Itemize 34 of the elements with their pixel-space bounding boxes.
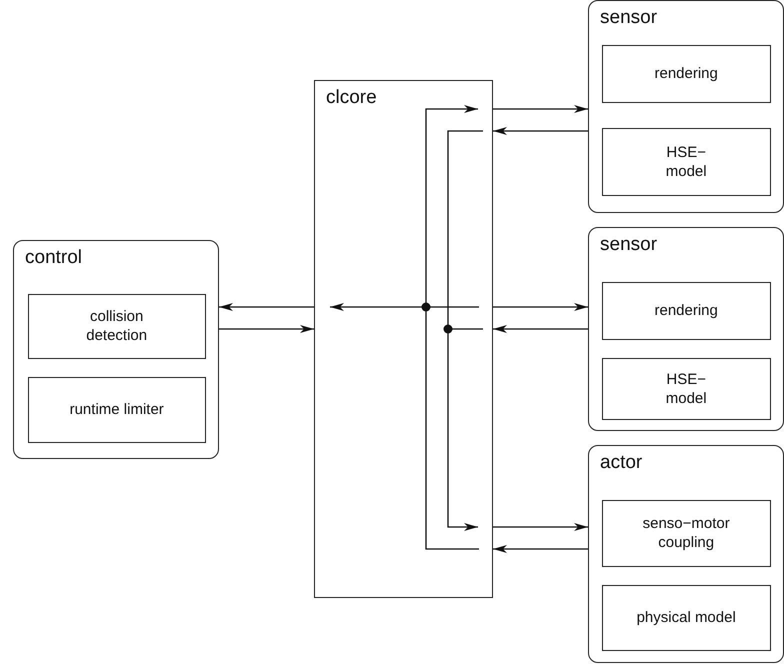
module-title: actor (600, 452, 642, 474)
module-title: sensor (600, 234, 658, 256)
component-label: senso−motor coupling (642, 514, 731, 552)
module-title: sensor (600, 7, 658, 29)
arrow (493, 545, 588, 553)
module-title: clcore (326, 87, 377, 109)
arrow (493, 325, 588, 333)
module-box (314, 80, 493, 598)
arrow (493, 105, 588, 113)
component-label: rendering (653, 301, 719, 320)
component-label: HSE− model (664, 370, 708, 408)
component-label: collision detection (85, 307, 148, 346)
arrow (493, 303, 588, 311)
component-label: rendering (653, 64, 719, 84)
module-box (588, 445, 784, 663)
component-box (28, 294, 206, 359)
component-box (602, 584, 771, 651)
arrow (219, 303, 314, 311)
component-box (28, 376, 206, 443)
module-box (588, 0, 784, 213)
component-label: runtime limiter (68, 400, 165, 420)
module-title: control (25, 247, 82, 269)
module-box (13, 240, 219, 459)
component-label: physical model (636, 608, 737, 628)
component-box (602, 44, 771, 103)
arrow (493, 127, 588, 135)
component-box (602, 358, 771, 420)
arrow (219, 325, 314, 333)
component-box (602, 282, 771, 340)
component-box (602, 500, 771, 567)
component-label: HSE− model (664, 142, 708, 181)
component-box (602, 128, 771, 196)
module-box (588, 227, 784, 431)
arrow (493, 523, 588, 531)
